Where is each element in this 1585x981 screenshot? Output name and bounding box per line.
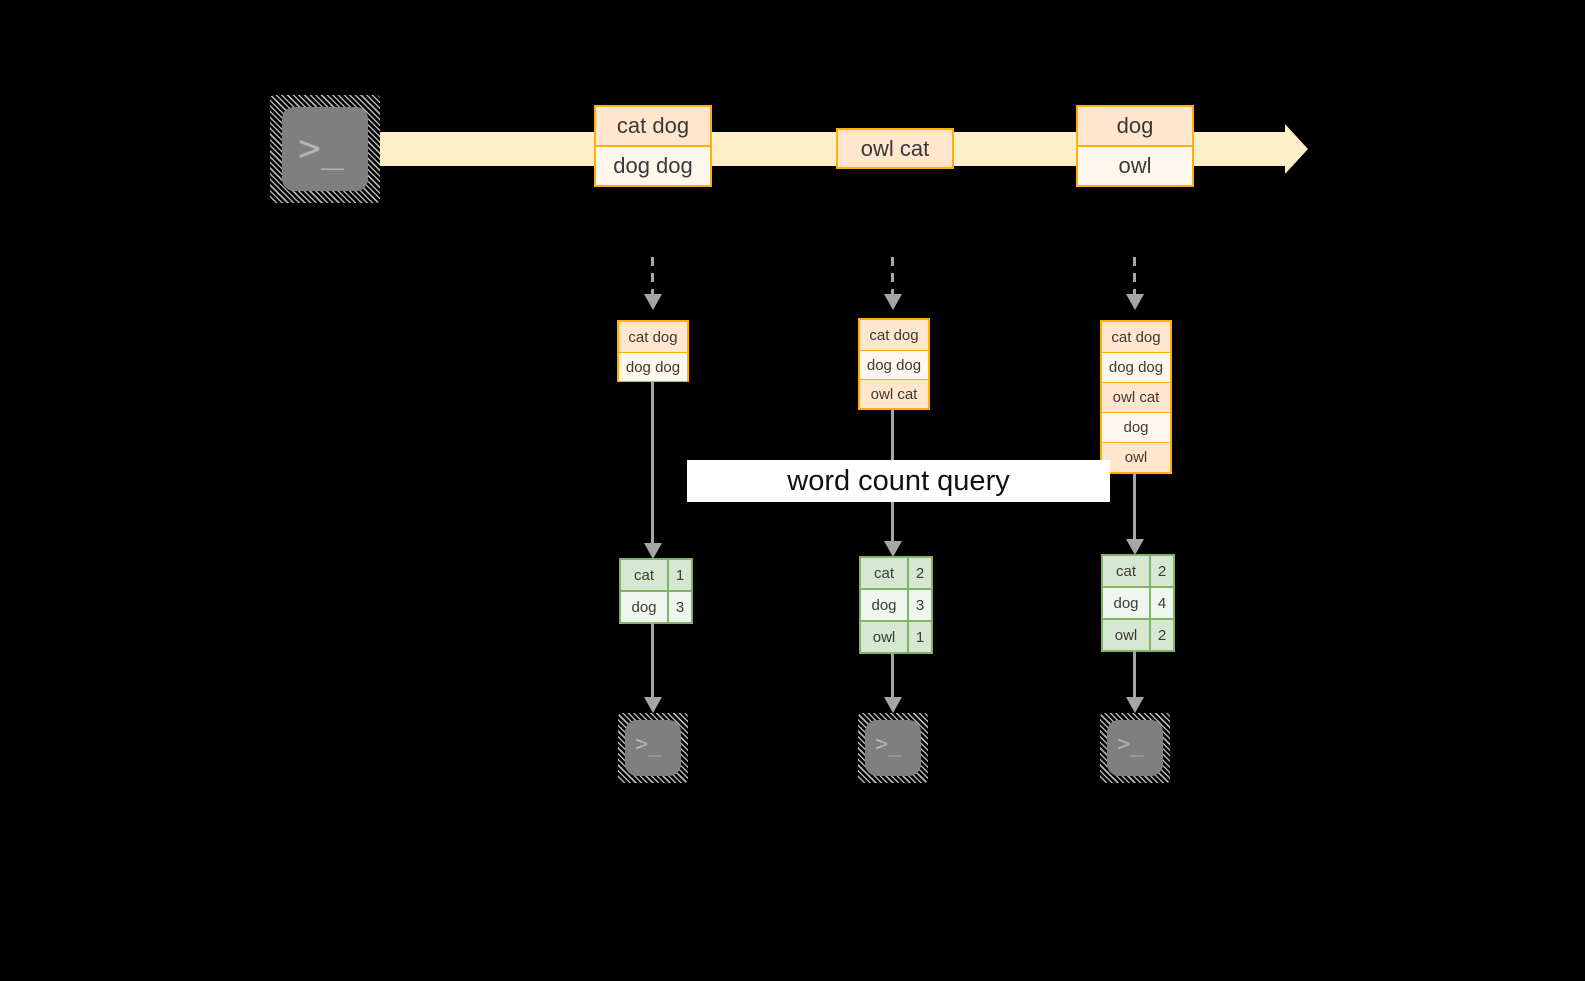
table-row: dog 3	[861, 588, 931, 620]
snapshot-1-result-table[interactable]: cat 1 dog 3	[619, 558, 693, 624]
snapshot-3-query-arrowhead	[1126, 539, 1144, 555]
snapshot-2-query-arrowhead	[884, 541, 902, 557]
snapshot-1-consumer-terminal-icon[interactable]: >_	[618, 713, 688, 783]
terminal-prompt-glyph: >_	[298, 126, 344, 170]
table-row: dog 3	[621, 590, 691, 622]
snapshot-2-tap-arrowhead	[884, 294, 902, 310]
result-word-cell: cat	[1103, 556, 1149, 586]
result-count-cell: 1	[667, 560, 691, 590]
result-count-cell: 2	[907, 558, 931, 588]
stream-batch-1[interactable]: cat dog dog dog	[594, 105, 712, 187]
table-row: owl 1	[861, 620, 931, 652]
snapshot-3-buffer-row: owl cat	[1102, 382, 1170, 412]
snapshot-3-buffer-row: dog	[1102, 412, 1170, 442]
snapshot-1-output-line	[651, 622, 654, 700]
snapshot-2-result-table[interactable]: cat 2 dog 3 owl 1	[859, 556, 933, 654]
result-count-cell: 3	[907, 590, 931, 620]
snapshot-3-buffer-row: cat dog	[1102, 322, 1170, 352]
stream-arrow-head	[1285, 124, 1308, 174]
result-count-cell: 3	[667, 592, 691, 622]
snapshot-1-buffer-row: cat dog	[619, 322, 687, 352]
snapshot-2-consumer-terminal-icon[interactable]: >_	[858, 713, 928, 783]
stream-batch-2-line-1: owl cat	[838, 130, 952, 167]
snapshot-2-buffer[interactable]: cat dog dog dog owl cat	[858, 318, 930, 410]
table-row: dog 4	[1103, 586, 1173, 618]
terminal-prompt-glyph: >_	[1117, 732, 1144, 757]
snapshot-1-tap-line	[651, 257, 654, 297]
snapshot-3-output-line	[1133, 650, 1136, 700]
result-word-cell: cat	[621, 560, 667, 590]
result-count-cell: 4	[1149, 588, 1173, 618]
snapshot-1-tap-arrowhead	[644, 294, 662, 310]
result-word-cell: owl	[861, 622, 907, 652]
result-word-cell: dog	[1103, 588, 1149, 618]
result-count-cell: 2	[1149, 556, 1173, 586]
result-count-cell: 1	[907, 622, 931, 652]
stream-batch-1-line-2: dog dog	[596, 145, 710, 185]
producer-terminal-icon[interactable]: >_	[270, 95, 380, 203]
stream-batch-1-line-1: cat dog	[596, 107, 710, 145]
terminal-body	[865, 720, 921, 776]
stream-batch-3-line-1: dog	[1078, 107, 1192, 145]
terminal-body	[282, 107, 368, 191]
snapshot-2-buffer-row: owl cat	[860, 379, 928, 408]
snapshot-3-output-arrowhead	[1126, 697, 1144, 713]
terminal-prompt-glyph: >_	[875, 732, 902, 757]
snapshot-2-output-line	[891, 652, 894, 700]
stream-batch-2[interactable]: owl cat	[836, 128, 954, 169]
snapshot-1-buffer-row: dog dog	[619, 352, 687, 381]
table-row: cat 2	[861, 558, 931, 588]
stream-batch-3-line-2: owl	[1078, 145, 1192, 185]
snapshot-3-buffer[interactable]: cat dog dog dog owl cat dog owl	[1100, 320, 1172, 474]
result-word-cell: owl	[1103, 620, 1149, 650]
terminal-body	[625, 720, 681, 776]
snapshot-1-buffer[interactable]: cat dog dog dog	[617, 320, 689, 382]
query-label: word count query	[687, 460, 1110, 502]
terminal-body	[1107, 720, 1163, 776]
table-row: cat 2	[1103, 556, 1173, 586]
snapshot-1-output-arrowhead	[644, 697, 662, 713]
result-count-cell: 2	[1149, 620, 1173, 650]
result-word-cell: dog	[861, 590, 907, 620]
snapshot-3-buffer-row: dog dog	[1102, 352, 1170, 382]
snapshot-2-output-arrowhead	[884, 697, 902, 713]
snapshot-3-result-table[interactable]: cat 2 dog 4 owl 2	[1101, 554, 1175, 652]
snapshot-3-query-line	[1133, 474, 1136, 542]
table-row: cat 1	[621, 560, 691, 590]
snapshot-2-buffer-row: dog dog	[860, 350, 928, 379]
terminal-prompt-glyph: >_	[635, 732, 662, 757]
snapshot-3-tap-line	[1133, 257, 1136, 297]
snapshot-2-buffer-row: cat dog	[860, 320, 928, 350]
table-row: owl 2	[1103, 618, 1173, 650]
stream-batch-3[interactable]: dog owl	[1076, 105, 1194, 187]
snapshot-1-query-line	[651, 382, 654, 546]
snapshot-3-consumer-terminal-icon[interactable]: >_	[1100, 713, 1170, 783]
result-word-cell: cat	[861, 558, 907, 588]
snapshot-2-tap-line	[891, 257, 894, 297]
result-word-cell: dog	[621, 592, 667, 622]
snapshot-3-buffer-row: owl	[1102, 442, 1170, 472]
snapshot-3-tap-arrowhead	[1126, 294, 1144, 310]
snapshot-1-query-arrowhead	[644, 543, 662, 559]
